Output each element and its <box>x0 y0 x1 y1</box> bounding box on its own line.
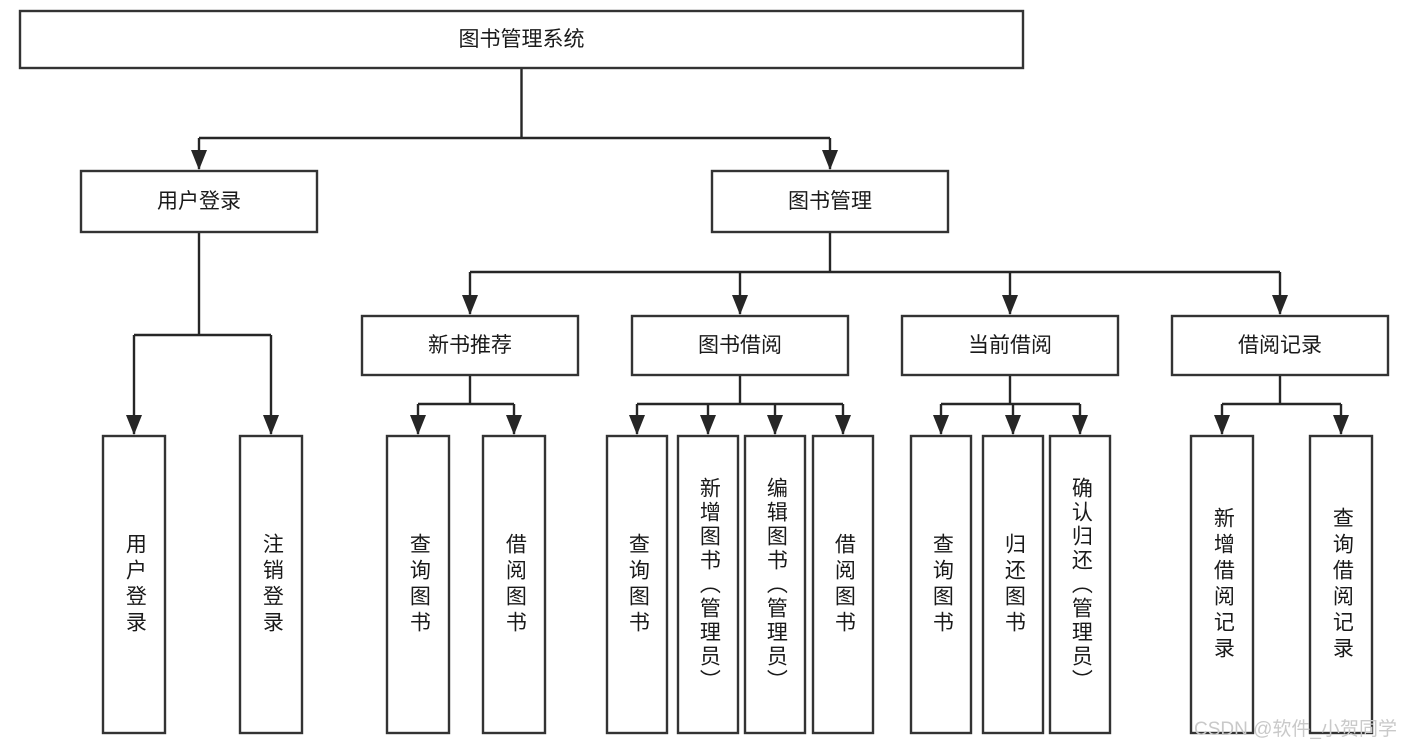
arrow-head-icon <box>263 415 279 435</box>
node-box-leaf-add-borrow-record[interactable] <box>1189 434 1255 735</box>
arrow-head-icon <box>1005 415 1021 435</box>
node-box-leaf-add-book-admin[interactable] <box>676 434 740 735</box>
node-box-leaf-query-borrow-record[interactable] <box>1308 434 1374 735</box>
node-box-leaf-edit-book-admin[interactable] <box>743 434 807 735</box>
node-box-leaf-query-book-3[interactable] <box>909 434 973 735</box>
arrow-head-icon <box>933 415 949 435</box>
arrow-head-icon <box>410 415 426 435</box>
arrow-head-icon <box>835 415 851 435</box>
node-label-user-login: 用户登录 <box>157 190 241 213</box>
arrow-head-icon <box>822 150 838 170</box>
arrow-head-icon <box>126 415 142 435</box>
arrow-head-icon <box>629 415 645 435</box>
node-box-leaf-query-book-1[interactable] <box>385 434 451 735</box>
arrow-head-icon <box>1072 415 1088 435</box>
node-box-group <box>18 9 1390 735</box>
node-box-leaf-query-book-2[interactable] <box>605 434 669 735</box>
node-box-new-book-recommend[interactable] <box>360 314 580 377</box>
node-label-new-book-recommend: 新书推荐 <box>428 334 512 357</box>
node-label-borrow-record: 借阅记录 <box>1238 334 1322 357</box>
arrow-head-icon <box>1002 295 1018 315</box>
node-label-book-borrow: 图书借阅 <box>698 334 782 357</box>
node-box-leaf-user-login[interactable] <box>101 434 167 735</box>
arrow-head-icon <box>506 415 522 435</box>
node-label-book-manage: 图书管理 <box>788 190 872 213</box>
csdn-watermark: CSDN @软件_小贺同学 <box>1194 719 1397 740</box>
node-box-book-borrow[interactable] <box>630 314 850 377</box>
node-box-leaf-borrow-book-2[interactable] <box>811 434 875 735</box>
node-label-root: 图书管理系统 <box>459 28 585 51</box>
arrow-head-icon <box>191 150 207 170</box>
node-box-borrow-record[interactable] <box>1170 314 1390 377</box>
arrow-head-icon <box>1272 295 1288 315</box>
node-box-current-borrow[interactable] <box>900 314 1120 377</box>
node-box-book-manage[interactable] <box>710 169 950 234</box>
node-box-leaf-borrow-book-1[interactable] <box>481 434 547 735</box>
arrow-head-icon <box>462 295 478 315</box>
arrow-head-icon <box>1214 415 1230 435</box>
node-box-root[interactable] <box>18 9 1025 70</box>
node-box-leaf-user-logout[interactable] <box>238 434 304 735</box>
arrow-head-icon <box>700 415 716 435</box>
arrow-head-icon <box>732 295 748 315</box>
node-box-leaf-confirm-return-admin[interactable] <box>1048 434 1112 735</box>
arrow-head-icon <box>1333 415 1349 435</box>
connector-group <box>126 68 1349 435</box>
node-box-leaf-return-book[interactable] <box>981 434 1045 735</box>
arrow-head-icon <box>767 415 783 435</box>
node-label-current-borrow: 当前借阅 <box>968 334 1052 357</box>
node-box-user-login[interactable] <box>79 169 319 234</box>
